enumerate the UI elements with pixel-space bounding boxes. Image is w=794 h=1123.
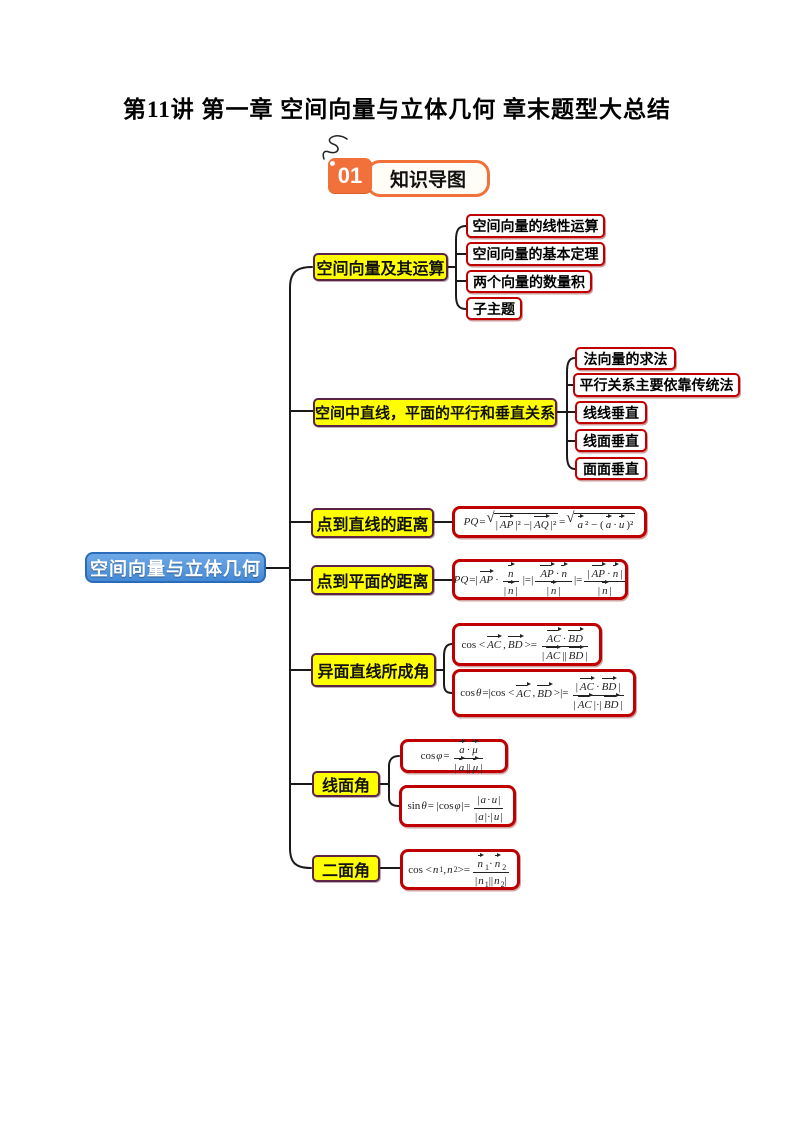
section-number-badge: 01 — [328, 158, 372, 193]
leaf-parallel-traditional-method: 平行关系主要依靠传统法 — [573, 373, 740, 397]
section-title-pill: 知识导图 — [366, 160, 490, 197]
formula-skew-angle-cos: cos <AC,BD>= AC·BD|AC||BD| — [452, 623, 602, 666]
branch-line-plane-angle: 线面角 — [312, 771, 380, 797]
branch-vector-operations: 空间向量及其运算 — [313, 253, 448, 281]
branch-point-plane-distance: 点到平面的距离 — [311, 565, 434, 595]
leaf-normal-vector-method: 法向量的求法 — [575, 347, 676, 370]
branch-point-line-distance: 点到直线的距离 — [311, 508, 434, 538]
leaf-dot-product: 两个向量的数量积 — [466, 270, 592, 293]
formula-text: cos <AC,BD>= AC·BD|AC||BD| — [455, 626, 599, 663]
leaf-linear-operations: 空间向量的线性运算 — [466, 214, 605, 238]
formula-text: PQ =|AP·n|n||=|AP·n|n||= |AP·n||n| — [454, 562, 626, 597]
branch-skew-lines-angle: 异面直线所成角 — [311, 653, 436, 687]
branch-dihedral-angle: 二面角 — [312, 855, 380, 882]
leaf-fundamental-theorem: 空间向量的基本定理 — [466, 242, 605, 266]
root-node: 空间向量与立体几何 — [85, 552, 266, 583]
formula-point-plane-distance: PQ =|AP·n|n||=|AP·n|n||= |AP·n||n| — [452, 559, 628, 600]
page-title: 第11讲 第一章 空间向量与立体几何 章末题型大总结 — [123, 97, 671, 122]
balloon-doodle-icon — [322, 135, 348, 160]
leaf-line-line-perpendicular: 线线垂直 — [575, 401, 647, 424]
leaf-line-plane-perpendicular: 线面垂直 — [575, 429, 647, 452]
section-badge: 01 知识导图 — [310, 134, 510, 197]
leaf-subtopic: 子主题 — [466, 297, 522, 320]
branch-parallel-perpendicular: 空间中直线，平面的平行和垂直关系 — [313, 398, 557, 427]
leaf-plane-plane-perpendicular: 面面垂直 — [575, 457, 647, 480]
badge-highlight-dot — [330, 161, 335, 166]
